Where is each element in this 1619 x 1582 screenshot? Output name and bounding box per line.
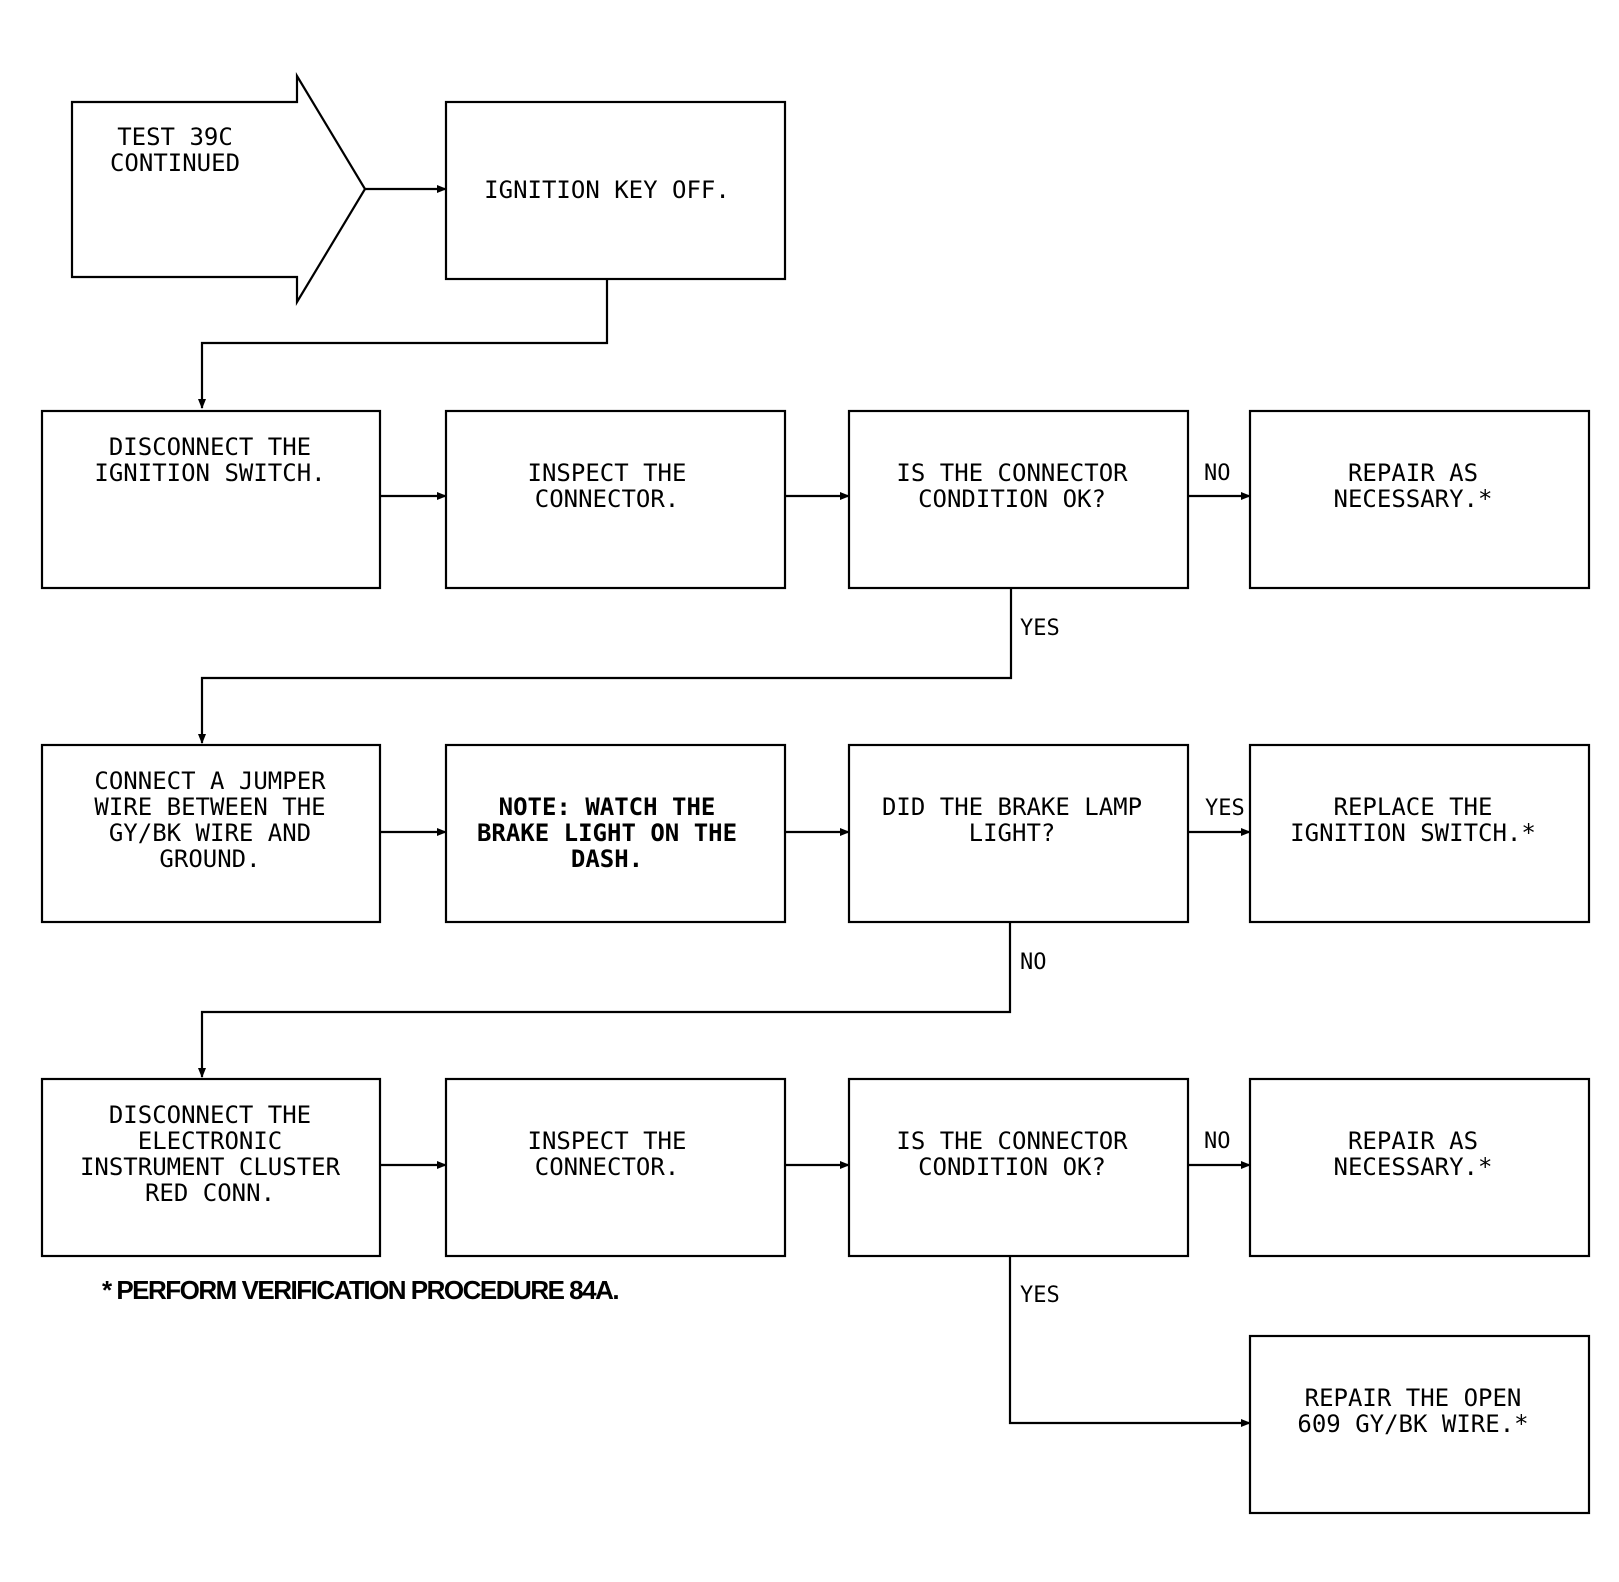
label-q3-no: NO — [1204, 1129, 1231, 1154]
text-line: BRAKE LIGHT ON THE — [477, 819, 737, 847]
label-q1-yes: YES — [1020, 616, 1060, 641]
text-line: REPLACE THE — [1334, 793, 1493, 821]
connector-q3-yes — [1008, 1256, 1251, 1427]
box-ignition-key-off-text: IGNITION KEY OFF. — [484, 176, 730, 204]
text-line: DISCONNECT THE — [109, 433, 311, 461]
text-line: DID THE BRAKE LAMP — [882, 793, 1142, 821]
text-line: INSTRUMENT CLUSTER — [80, 1153, 341, 1181]
text-line: 609 GY/BK WIRE.* — [1297, 1410, 1528, 1438]
text-line: NECESSARY.* — [1334, 485, 1493, 513]
label-q2-no: NO — [1020, 950, 1047, 975]
text-line: GROUND. — [159, 845, 260, 873]
text-line: REPAIR AS — [1348, 1127, 1478, 1155]
text-line: IS THE CONNECTOR — [896, 459, 1128, 487]
connector-ignition-off-to-disconnect — [198, 279, 609, 409]
label-q1-no: NO — [1204, 461, 1231, 486]
label-q3-yes: YES — [1020, 1283, 1060, 1308]
footnote-verification: * PERFORM VERIFICATION PROCEDURE 84A. — [102, 1275, 618, 1305]
text-line: CONNECTOR. — [535, 485, 680, 513]
text-line: CONNECT A JUMPER — [94, 767, 326, 795]
text-line: ELECTRONIC — [138, 1127, 283, 1155]
text-line: INSPECT THE — [528, 459, 687, 487]
text-line: CONTINUED — [110, 149, 240, 177]
connector-q2-no — [198, 922, 1012, 1078]
text-line: IGNITION KEY OFF. — [484, 176, 730, 204]
text-line: CONDITION OK? — [918, 485, 1106, 513]
text-line: INSPECT THE — [528, 1127, 687, 1155]
text-line: DASH. — [571, 845, 643, 873]
text-line: DISCONNECT THE — [109, 1101, 311, 1129]
connectors — [198, 185, 1251, 1427]
connector-q1-yes — [198, 588, 1013, 744]
text-line: REPAIR AS — [1348, 459, 1478, 487]
label-q2-yes: YES — [1205, 796, 1245, 821]
text-line: NECESSARY.* — [1334, 1153, 1493, 1181]
text-line: NOTE: WATCH THE — [499, 793, 716, 821]
text-line: GY/BK WIRE AND — [109, 819, 311, 847]
text-line: CONDITION OK? — [918, 1153, 1106, 1181]
text-line: IGNITION SWITCH. — [94, 459, 325, 487]
text-line: IGNITION SWITCH.* — [1290, 819, 1536, 847]
text-line: LIGHT? — [969, 819, 1056, 847]
text-line: WIRE BETWEEN THE — [94, 793, 325, 821]
text-line: CONNECTOR. — [535, 1153, 680, 1181]
text-line: IS THE CONNECTOR — [896, 1127, 1128, 1155]
text-line: RED CONN. — [145, 1179, 275, 1207]
box-ignition-key-off: IGNITION KEY OFF. — [444, 100, 787, 281]
text-line: REPAIR THE OPEN — [1305, 1384, 1522, 1412]
text-line: TEST 39C — [117, 123, 233, 151]
edge-labels: NO YES YES NO NO YES — [1020, 461, 1245, 1308]
